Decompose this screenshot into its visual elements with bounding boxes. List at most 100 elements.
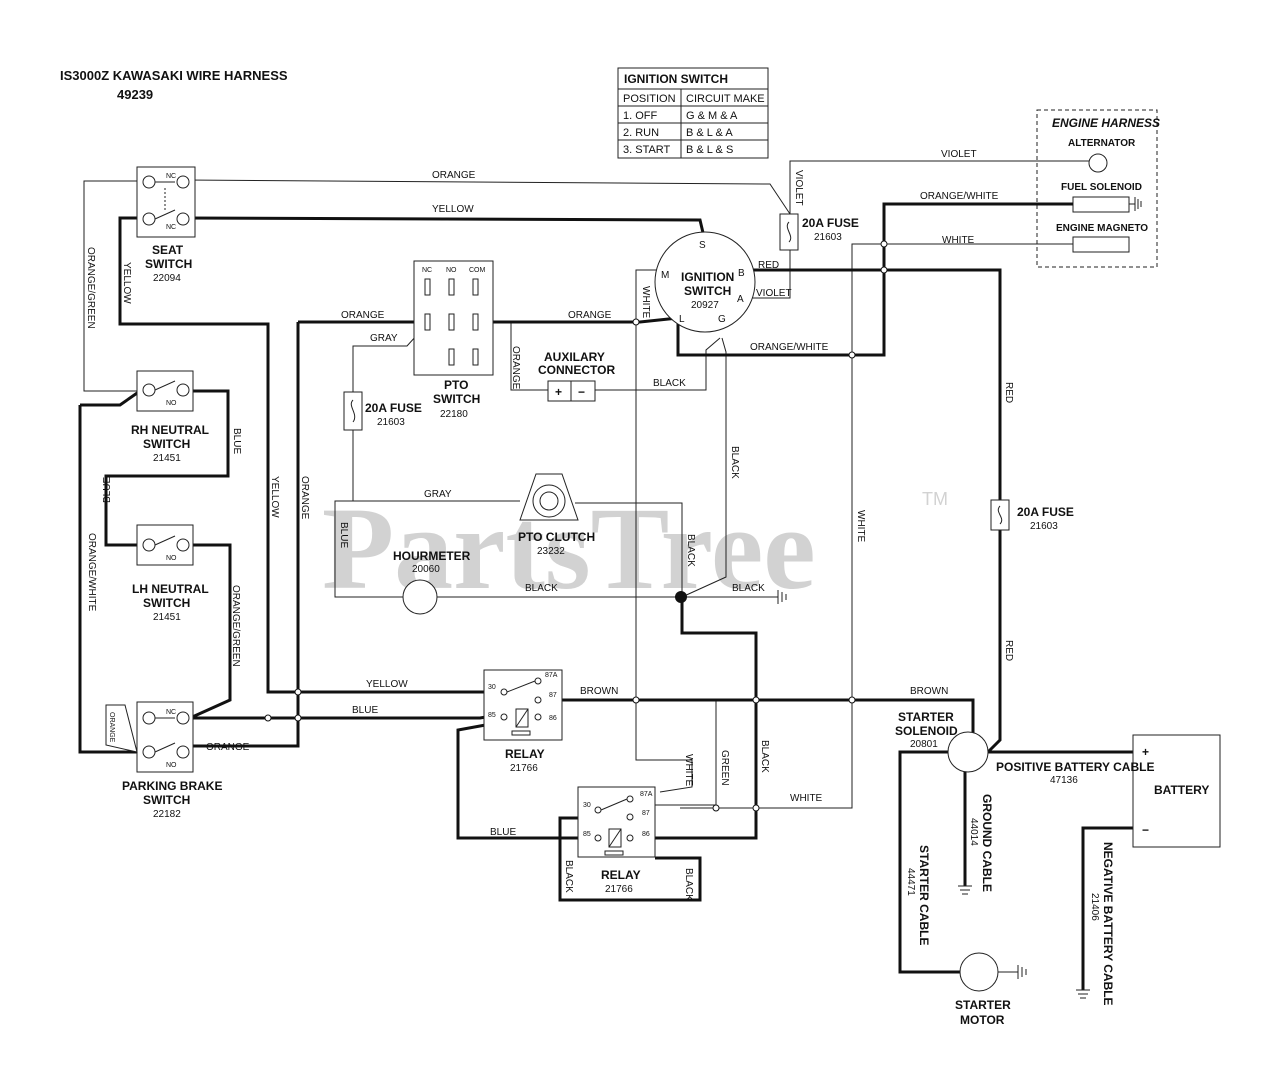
ignition-switch: S B M A L G IGNITION SWITCH 20927 [654,231,756,333]
svg-text:+: + [555,385,562,399]
svg-text:G: G [718,314,726,325]
ground-icon [1017,965,1027,979]
svg-text:WHITE: WHITE [942,235,975,246]
ignition-table-cell: 3. START [623,144,671,156]
ignition-table-header: CIRCUIT MAKE [686,93,765,105]
svg-text:WHITE: WHITE [855,510,866,543]
starter-cable-part: 44471 [905,868,916,896]
pto-switch-part: 22180 [440,409,468,420]
ignition-table-header: POSITION [623,93,676,105]
negative-cable-part: 21406 [1089,893,1100,921]
seat-switch-name: SEAT [152,243,184,257]
ignition-switch-part: 20927 [691,300,719,311]
svg-text:30: 30 [583,802,591,809]
svg-text:GRAY: GRAY [370,333,398,344]
svg-text:A: A [737,294,744,305]
ignition-table-title: IGNITION SWITCH [624,72,728,86]
parking-brake-name: PARKING BRAKE [122,779,222,793]
svg-text:GREEN: GREEN [719,750,730,786]
ground-icon [958,885,972,895]
svg-text:BLACK: BLACK [729,446,740,479]
battery: + − [1132,734,1221,848]
lh-neutral-part: 21451 [153,612,181,623]
starter-solenoid-name: STARTER [898,710,954,724]
relay-1: 30 87A 87 85 86 [483,669,563,741]
aux-connector: + − [547,380,596,402]
svg-text:BROWN: BROWN [580,686,618,697]
fuse-mid-part: 21603 [377,417,405,428]
svg-text:BLACK: BLACK [685,534,696,567]
svg-text:BLACK: BLACK [563,860,574,893]
hourmeter [402,579,438,615]
ignition-switch-name: SWITCH [684,284,731,298]
fuel-solenoid-label: FUEL SOLENOID [1061,182,1142,193]
ignition-switch-name: IGNITION [681,270,734,284]
engine-magneto [1072,236,1130,253]
svg-text:NO: NO [166,400,177,407]
hourmeter-part: 20060 [412,564,440,575]
svg-text:BLACK: BLACK [683,868,694,901]
fuse-right-part: 21603 [1030,521,1058,532]
svg-text:VIOLET: VIOLET [793,170,804,206]
svg-text:YELLOW: YELLOW [269,476,280,518]
parking-brake-switch: ORANGE NC NO [105,701,194,773]
ignition-table-cell: G & M & A [686,110,738,122]
starter-motor [959,952,999,992]
svg-text:S: S [699,240,706,251]
svg-text:ORANGE: ORANGE [432,170,476,181]
hourmeter-name: HOURMETER [393,549,471,563]
ignition-table-cell: 2. RUN [623,127,659,139]
svg-text:BLUE: BLUE [231,428,242,454]
ground-cable-part: 44014 [968,818,979,846]
ignition-table-cell: B & L & S [686,144,733,156]
svg-text:NO: NO [166,555,177,562]
alternator-label: ALTERNATOR [1068,138,1136,149]
seat-switch-part: 22094 [153,273,181,284]
svg-text:86: 86 [642,831,650,838]
ground-cable-name: GROUND CABLE [980,794,994,892]
starter-motor-name: MOTOR [960,1013,1005,1027]
parking-brake-part: 22182 [153,809,181,820]
svg-text:−: − [1142,823,1149,837]
pto-clutch [519,473,579,521]
ground-icon [1076,989,1090,999]
svg-text:NO: NO [446,267,457,274]
svg-text:ORANGE: ORANGE [510,346,521,390]
fuel-solenoid [1072,196,1130,213]
pto-clutch-part: 23232 [537,546,565,557]
starter-solenoid-name: SOLENOID [895,724,958,738]
svg-text:L: L [679,314,685,325]
svg-text:ORANGE: ORANGE [108,712,115,743]
fuse-right-name: 20A FUSE [1017,505,1074,519]
engine-harness: ENGINE HARNESS ALTERNATOR FUEL SOLENOID … [1036,109,1160,268]
lh-neutral-name: SWITCH [143,596,190,610]
svg-text:87: 87 [642,810,650,817]
positive-cable-part: 47136 [1050,775,1078,786]
relay-2-name: RELAY [601,868,641,882]
svg-text:BLUE: BLUE [490,827,516,838]
fuse-mid-name: 20A FUSE [365,401,422,415]
starter-motor-name: STARTER [955,998,1011,1012]
svg-text:ORANGE: ORANGE [206,742,250,753]
svg-text:GRAY: GRAY [424,489,452,500]
positive-cable-name: POSITIVE BATTERY CABLE [996,760,1154,774]
svg-text:85: 85 [488,712,496,719]
svg-text:BLACK: BLACK [525,583,558,594]
svg-text:BLACK: BLACK [653,378,686,389]
svg-text:YELLOW: YELLOW [432,204,474,215]
svg-text:YELLOW: YELLOW [366,679,408,690]
fuse-top [779,213,799,251]
lh-neutral-name: LH NEUTRAL [132,582,209,596]
wire-crossings [264,240,888,812]
svg-text:86: 86 [549,715,557,722]
svg-text:VIOLET: VIOLET [941,149,977,160]
engine-harness-title: ENGINE HARNESS [1052,116,1160,130]
alternator [1088,153,1108,173]
starter-cable-name: STARTER CABLE [917,845,931,945]
watermark-tm: TM [922,489,948,509]
svg-text:WHITE: WHITE [640,286,651,319]
black-junction-dot [675,591,687,603]
svg-text:ORANGE/WHITE: ORANGE/WHITE [86,533,97,612]
pto-switch-name: SWITCH [433,392,480,406]
wire-labels: ORANGE YELLOW VIOLET ORANGE/WHITE WHITE … [85,149,1014,901]
